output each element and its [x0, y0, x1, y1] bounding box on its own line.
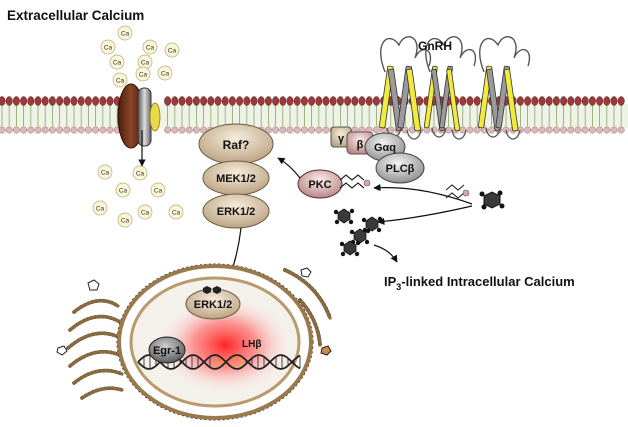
calcium-ion	[115, 182, 131, 198]
calcium-ion-label: Ca	[168, 47, 177, 54]
calcium-ion-label: Ca	[101, 169, 110, 176]
plasma-membrane	[0, 96, 628, 134]
calcium-ion	[137, 204, 153, 220]
calcium-ion	[168, 204, 184, 220]
calcium-ion	[117, 25, 133, 41]
calcium-ion-label: Ca	[139, 71, 148, 78]
calcium-ion-label: Ca	[113, 59, 122, 66]
golgi-apparatus	[66, 298, 124, 400]
galpha-q-label: Gαq	[374, 142, 396, 154]
calcium-ion-label: Ca	[161, 70, 170, 77]
dag-icon	[339, 174, 365, 189]
calcium-ion	[142, 39, 158, 55]
calcium-ion-label: Ca	[116, 77, 125, 84]
pkc-group: PKC	[297, 169, 371, 199]
ip3-calcium-label: IP3-linked Intracellular Calcium	[384, 274, 575, 292]
pkc-oval	[297, 169, 343, 199]
calcium-ion	[164, 42, 180, 58]
plc-beta-enzyme	[375, 152, 425, 184]
calcium-ion-label: Ca	[146, 44, 155, 51]
calcium-ion-label: Ca	[119, 187, 128, 194]
plc-beta-label: PLCβ	[386, 163, 415, 175]
calcium-ion	[109, 54, 125, 70]
beta-label: β	[357, 139, 364, 151]
calcium-ion-label: Ca	[121, 217, 130, 224]
calcium-ion	[100, 39, 116, 55]
calcium-channel	[117, 83, 161, 149]
nucleus	[116, 263, 314, 421]
pkc-to-raf-arrow	[277, 157, 301, 179]
transcription-glow	[155, 295, 295, 395]
pip2-molecule	[445, 184, 505, 210]
calcium-ion	[97, 164, 113, 180]
egr1-oval	[148, 336, 186, 364]
calcium-ion-label: Ca	[96, 205, 105, 212]
pip2-to-ip3-arrow	[377, 205, 473, 225]
gnrh-label: GnRH	[418, 39, 452, 53]
ip3-molecules	[333, 208, 383, 257]
erk-oval	[202, 193, 270, 229]
endoplasmic-reticulum	[283, 268, 332, 347]
calcium-ion-label: Ca	[136, 170, 145, 177]
mek-label: MEK1/2	[216, 173, 256, 185]
calcium-ion	[132, 165, 148, 181]
gnrh-receptors	[378, 36, 531, 140]
calcium-ion	[112, 72, 128, 88]
calcium-ion	[135, 66, 151, 82]
calcium-ion-label: Ca	[154, 187, 163, 194]
calcium-ion-label: Ca	[104, 44, 113, 51]
calcium-ion-label: Ca	[172, 209, 181, 216]
ip3-to-calcium-arrow	[373, 244, 398, 263]
erk-label: ERK1/2	[217, 206, 256, 218]
phosphate-groups	[203, 286, 221, 294]
erk-nucleus-label: ERK1/2	[194, 299, 233, 311]
mapk-cascade: Raf? MEK1/2 ERK1/2	[198, 123, 274, 229]
lh-beta-label: LHβ	[242, 339, 261, 350]
egr1-label: Egr-1	[153, 345, 181, 357]
g-protein-complex: γ β Gαq PLCβ	[330, 126, 425, 184]
calcium-ion	[150, 182, 166, 198]
calcium-ion-label: Ca	[141, 209, 150, 216]
pkc-label: PKC	[308, 179, 331, 191]
raf-label: Raf?	[223, 138, 250, 152]
vesicles	[56, 267, 332, 356]
calcium-ion-label: Ca	[141, 59, 150, 66]
pip2-to-pkc-arrow	[373, 183, 473, 205]
calcium-ion	[92, 200, 108, 216]
calcium-ion	[157, 65, 173, 81]
calcium-ion-label: Ca	[121, 30, 130, 37]
extracellular-calcium-label: Extracellular Calcium	[7, 8, 144, 23]
calcium-ion	[117, 212, 133, 228]
gamma-label: γ	[338, 133, 345, 145]
